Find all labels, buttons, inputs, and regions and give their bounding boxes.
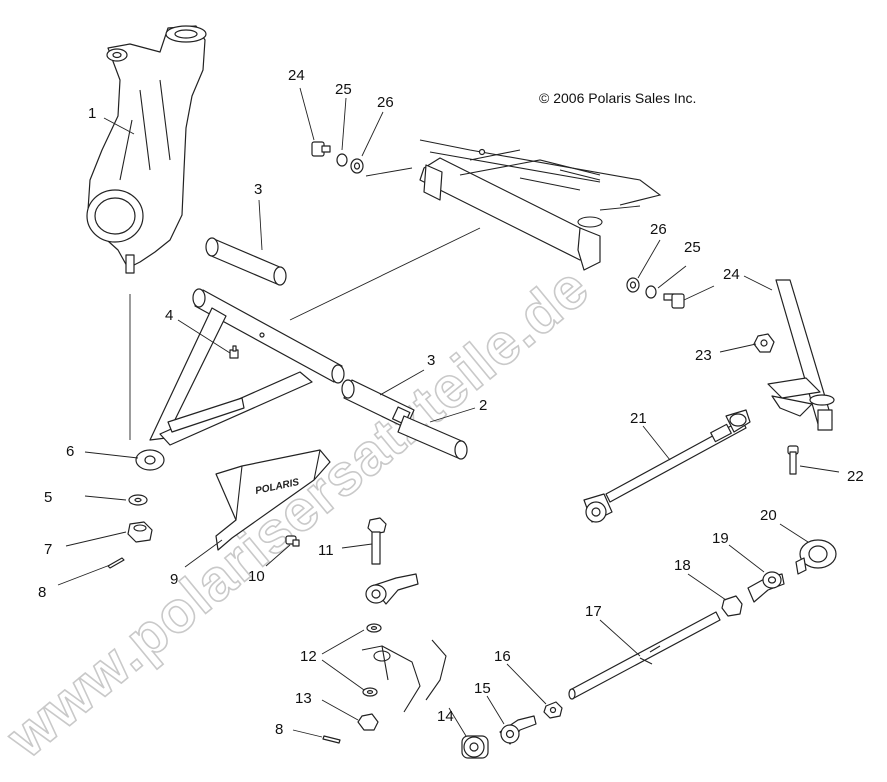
rod-end-15 [499, 715, 537, 745]
callout-23: 23 [695, 347, 712, 364]
callout-8-upper: 8 [38, 584, 46, 601]
callout-7: 7 [44, 541, 52, 558]
a-arm-guard: POLARIS [215, 449, 331, 551]
screw-10 [285, 535, 300, 547]
callout-16: 16 [494, 648, 511, 665]
rod-end-14 [461, 735, 489, 759]
washer-12-upper [366, 623, 382, 633]
callout-20: 20 [760, 507, 777, 524]
callout-26-lower: 26 [650, 221, 667, 238]
callout-21: 21 [630, 410, 647, 427]
nut-23 [753, 333, 775, 353]
nut-13 [357, 713, 379, 731]
bushing-upper [205, 237, 287, 286]
tie-rod-end-mid [365, 573, 419, 605]
grease-fitting [229, 345, 239, 359]
callout-11: 11 [318, 542, 334, 559]
bolt-22 [787, 445, 799, 475]
callout-8-lower: 8 [275, 721, 283, 738]
pivot-tube [397, 415, 468, 460]
ball-joint-20 [795, 539, 837, 575]
callout-24-upper: 24 [288, 67, 305, 84]
cotter-pin-8-lower [322, 735, 341, 744]
callout-25-upper: 25 [335, 81, 352, 98]
callout-18: 18 [674, 557, 691, 574]
callout-25-lower: 25 [684, 239, 701, 256]
bolt-stack-upper [311, 141, 364, 174]
cotter-pin-8-upper [107, 557, 125, 569]
tie-rod-assembly [583, 409, 751, 523]
leader-lines [57, 87, 840, 738]
callout-9: 9 [170, 571, 178, 588]
tie-rod-17 [568, 611, 721, 700]
washer-12-lower [362, 687, 378, 697]
bolt-stack-lower [626, 277, 685, 309]
callout-labels: 1 3 3 2 4 6 5 7 8 9 10 11 12 13 8 14 15 … [38, 67, 864, 738]
callout-13: 13 [295, 690, 312, 707]
callout-14: 14 [437, 708, 454, 725]
steering-knuckle [86, 25, 207, 274]
jam-nut-16 [543, 701, 563, 719]
callout-3-lower: 3 [427, 352, 435, 369]
callout-26-upper: 26 [377, 94, 394, 111]
rod-end-19 [747, 571, 785, 603]
nut-18 [721, 595, 743, 617]
callout-2: 2 [479, 397, 487, 414]
steering-post [767, 279, 835, 431]
castle-nut-7 [127, 521, 153, 543]
callout-19: 19 [712, 530, 729, 547]
callout-6: 6 [66, 443, 74, 460]
copyright-notice: © 2006 Polaris Sales Inc. [539, 90, 697, 106]
callout-3-upper: 3 [254, 181, 262, 198]
callout-17: 17 [585, 603, 602, 620]
callout-5: 5 [44, 489, 52, 506]
callout-10: 10 [248, 568, 265, 585]
a-arm [135, 288, 345, 471]
callout-22: 22 [847, 468, 864, 485]
callout-15: 15 [474, 680, 491, 697]
callout-1: 1 [88, 105, 96, 122]
knuckle-arm-hint [361, 639, 447, 713]
callout-24-lower: 24 [723, 266, 740, 283]
callout-12: 12 [300, 648, 317, 665]
bolt-11 [367, 517, 387, 565]
frame-section [419, 139, 662, 271]
washer-5 [128, 494, 148, 506]
callout-4: 4 [165, 307, 173, 324]
